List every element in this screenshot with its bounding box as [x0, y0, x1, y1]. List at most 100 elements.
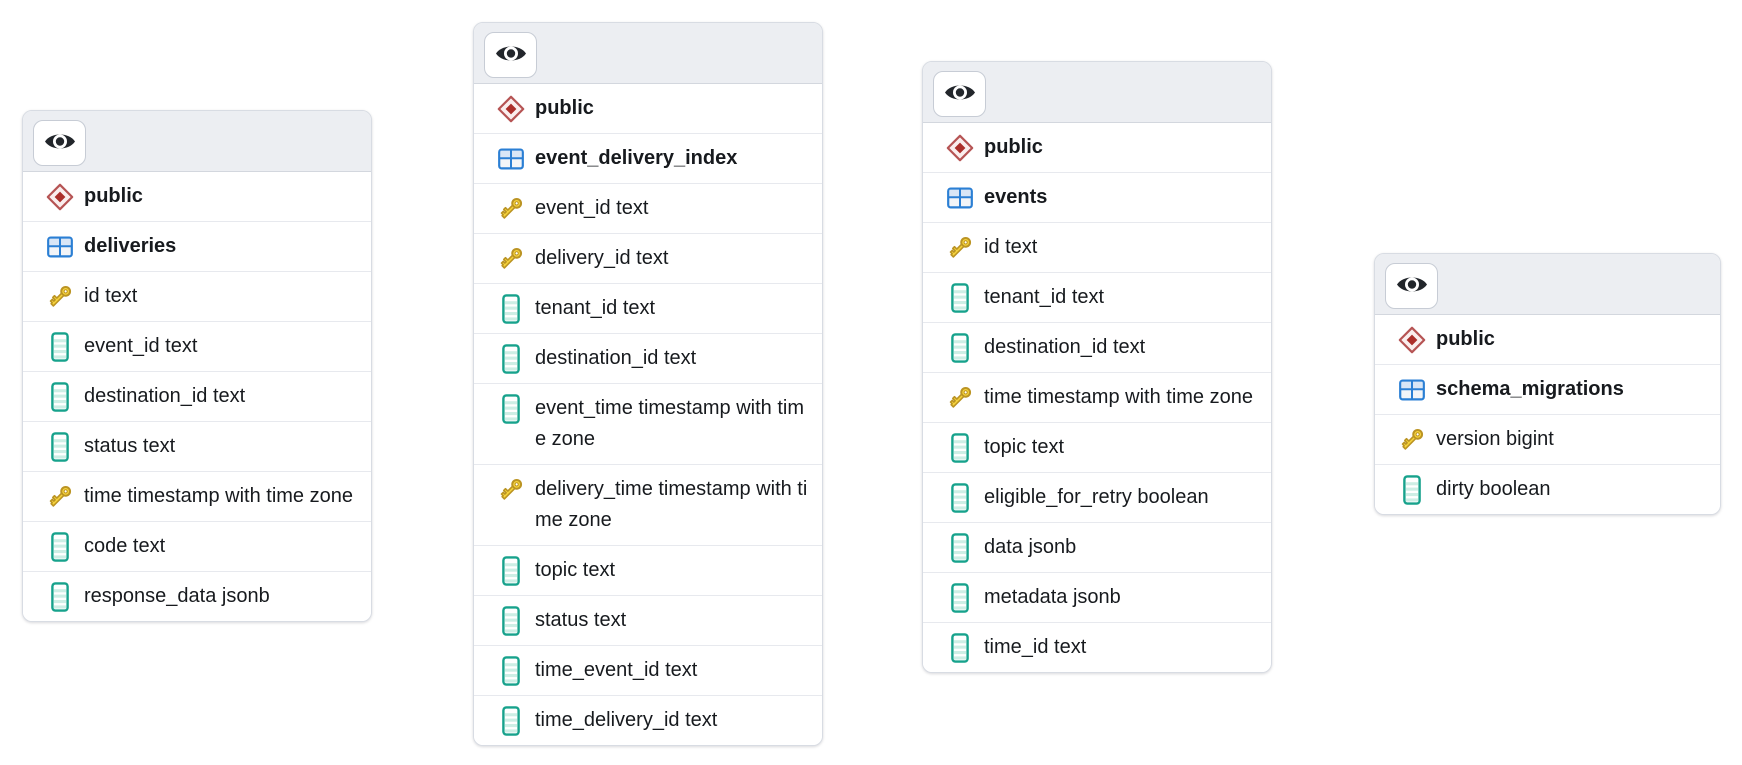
column-label: destination_id text — [535, 347, 697, 369]
table-name: deliveries — [84, 235, 177, 257]
table-name-row[interactable]: schema_migrations — [1375, 365, 1720, 415]
column-label: data jsonb — [984, 536, 1077, 558]
column-row[interactable]: id text — [23, 272, 371, 322]
card-header — [923, 62, 1271, 123]
column-row[interactable]: eligible_for_retry boolean — [923, 473, 1271, 523]
table-card-deliveries[interactable]: public deliveries id text event_id text dest… — [22, 110, 372, 622]
key-icon — [496, 193, 526, 224]
schema-name: public — [535, 97, 594, 119]
column-icon — [496, 705, 526, 736]
column-row[interactable]: metadata jsonb — [923, 573, 1271, 623]
key-icon — [496, 474, 526, 505]
column-label: version bigint — [1436, 428, 1554, 450]
column-label: delivery_time timestamp with time zone — [535, 478, 808, 531]
column-row[interactable]: response_data jsonb — [23, 572, 371, 621]
column-row[interactable]: time_event_id text — [474, 646, 822, 696]
column-row[interactable]: status text — [474, 596, 822, 646]
table-grid-icon — [45, 231, 75, 262]
column-row[interactable]: time_delivery_id text — [474, 696, 822, 745]
eye-icon — [43, 128, 77, 158]
column-label: code text — [84, 535, 166, 557]
column-row[interactable]: topic text — [923, 423, 1271, 473]
column-icon — [1397, 474, 1427, 505]
column-label: destination_id text — [84, 385, 246, 407]
column-label: eligible_for_retry boolean — [984, 486, 1209, 508]
table-card-events[interactable]: public events id text tenant_id text destina… — [922, 61, 1272, 673]
column-label: time_id text — [984, 636, 1087, 658]
column-label: time_delivery_id text — [535, 709, 718, 731]
column-row[interactable]: event_id text — [23, 322, 371, 372]
key-icon — [496, 243, 526, 274]
column-row[interactable]: destination_id text — [474, 334, 822, 384]
column-label: tenant_id text — [535, 297, 656, 319]
schema-row[interactable]: public — [474, 84, 822, 134]
column-row[interactable]: tenant_id text — [923, 273, 1271, 323]
column-icon — [45, 381, 75, 412]
column-label: event_id text — [535, 197, 649, 219]
column-icon — [496, 555, 526, 586]
column-label: response_data jsonb — [84, 585, 270, 607]
column-icon — [945, 532, 975, 563]
schema-diamond-icon — [1397, 324, 1427, 355]
column-icon — [945, 332, 975, 363]
column-row[interactable]: time timestamp with time zone — [23, 472, 371, 522]
column-label: time timestamp with time zone — [984, 386, 1253, 408]
table-name-row[interactable]: event_delivery_index — [474, 134, 822, 184]
column-row[interactable]: data jsonb — [923, 523, 1271, 573]
table-grid-icon — [945, 182, 975, 213]
column-row[interactable]: code text — [23, 522, 371, 572]
column-row[interactable]: event_id text — [474, 184, 822, 234]
visibility-toggle-button[interactable] — [484, 32, 537, 78]
schema-diamond-icon — [496, 93, 526, 124]
column-row[interactable]: version bigint — [1375, 415, 1720, 465]
visibility-toggle-button[interactable] — [933, 71, 986, 117]
column-row[interactable]: time timestamp with time zone — [923, 373, 1271, 423]
column-label: delivery_id text — [535, 247, 669, 269]
column-row[interactable]: event_time timestamp with time zone — [474, 384, 822, 465]
visibility-toggle-button[interactable] — [33, 120, 86, 166]
table-grid-icon — [1397, 374, 1427, 405]
card-header — [1375, 254, 1720, 315]
column-label: time_event_id text — [535, 659, 698, 681]
eye-icon — [494, 40, 528, 70]
table-card-event_delivery_index[interactable]: public event_delivery_index event_id text d… — [473, 22, 823, 746]
schema-row[interactable]: public — [1375, 315, 1720, 365]
column-row[interactable]: id text — [923, 223, 1271, 273]
card-header — [474, 23, 822, 84]
eye-icon — [943, 79, 977, 109]
column-row[interactable]: status text — [23, 422, 371, 472]
column-icon — [945, 432, 975, 463]
table-grid-icon — [496, 143, 526, 174]
column-row[interactable]: time_id text — [923, 623, 1271, 672]
column-icon — [496, 293, 526, 324]
table-name-row[interactable]: events — [923, 173, 1271, 223]
column-label: id text — [984, 236, 1038, 258]
column-label: id text — [84, 285, 138, 307]
schema-name: public — [984, 136, 1043, 158]
schema-row[interactable]: public — [923, 123, 1271, 173]
column-icon — [496, 605, 526, 636]
table-name-row[interactable]: deliveries — [23, 222, 371, 272]
column-row[interactable]: topic text — [474, 546, 822, 596]
table-name: schema_migrations — [1436, 378, 1624, 400]
column-row[interactable]: destination_id text — [23, 372, 371, 422]
column-icon — [945, 582, 975, 613]
column-label: destination_id text — [984, 336, 1146, 358]
column-row[interactable]: dirty boolean — [1375, 465, 1720, 514]
column-icon — [945, 482, 975, 513]
column-row[interactable]: destination_id text — [923, 323, 1271, 373]
column-icon — [496, 655, 526, 686]
column-icon — [496, 343, 526, 374]
column-row[interactable]: tenant_id text — [474, 284, 822, 334]
key-icon — [945, 232, 975, 263]
schema-row[interactable]: public — [23, 172, 371, 222]
column-label: time timestamp with time zone — [84, 485, 353, 507]
visibility-toggle-button[interactable] — [1385, 263, 1438, 309]
column-row[interactable]: delivery_time timestamp with time zone — [474, 465, 822, 546]
key-icon — [45, 481, 75, 512]
table-name: events — [984, 186, 1048, 208]
column-row[interactable]: delivery_id text — [474, 234, 822, 284]
column-icon — [945, 632, 975, 663]
